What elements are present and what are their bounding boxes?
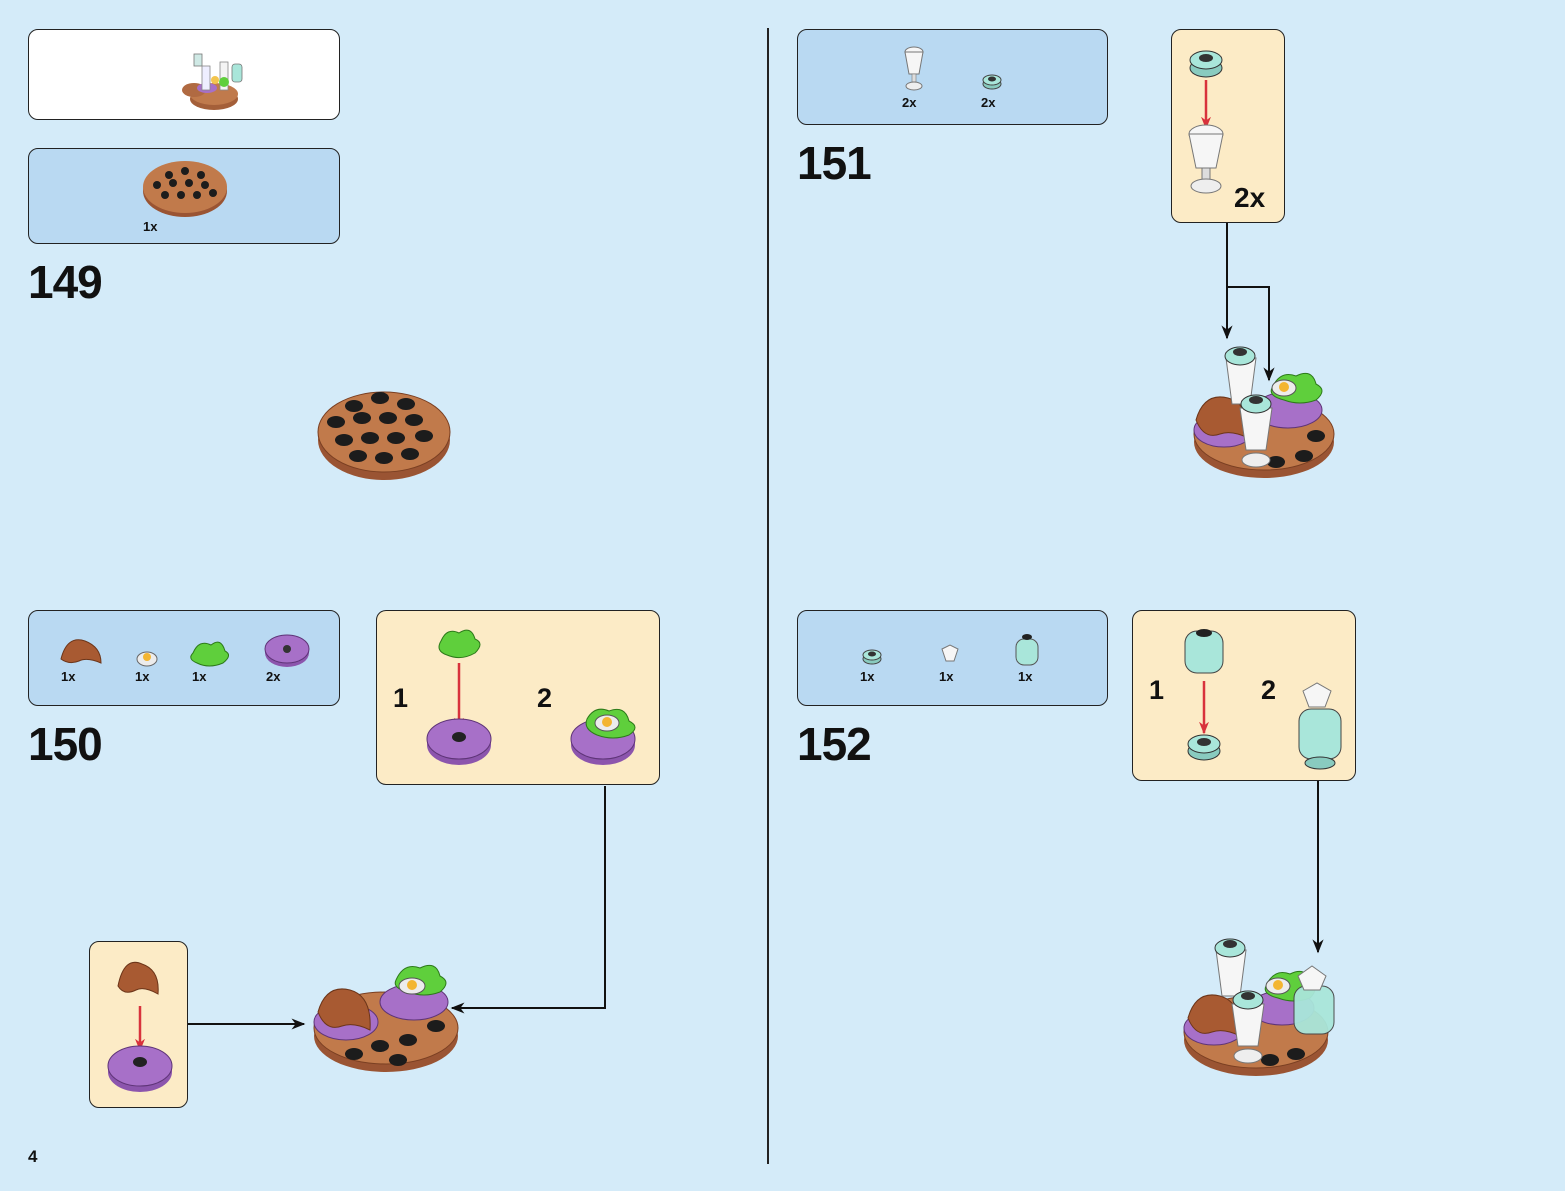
step-151-subassembly-callout: 2x — [1171, 29, 1285, 223]
croissant-callout-images — [107, 961, 173, 1092]
part-qty: 1x — [1018, 669, 1033, 684]
green-leaf-plant-part-image — [190, 641, 229, 667]
step-152-parts-images — [862, 634, 1039, 666]
round-tile-printed-part-image — [136, 651, 158, 667]
step-150-callout-images — [426, 629, 636, 765]
part-qty: 1x — [939, 669, 954, 684]
step-150-parts-box: 1x 1x 1x 2x — [28, 610, 340, 706]
substep-1-label: 1 — [1149, 675, 1165, 705]
step-152-parts-box: 1x 1x 1x — [797, 610, 1108, 706]
part-qty: 2x — [902, 95, 917, 110]
purple-round-plate-part-image — [264, 634, 310, 667]
trans-clear-goblet-part-image — [904, 46, 924, 91]
trans-aqua-bottle-part-image — [1015, 634, 1039, 666]
step-151-parts-box: 2x 2x — [797, 29, 1108, 125]
step-number-150: 150 — [28, 718, 103, 770]
callout-multiplier: 2x — [1234, 182, 1266, 213]
aqua-round-brick-part-image — [862, 649, 882, 665]
step-151-parts-images — [904, 46, 1002, 91]
page-number: 4 — [28, 1147, 38, 1166]
aqua-round-brick-part-image — [982, 74, 1002, 90]
step-152-callout-images — [1184, 629, 1342, 770]
step-152-subassembly-callout: 1 2 — [1132, 610, 1356, 781]
croissant-part-image — [60, 639, 102, 664]
model-preview-box — [28, 29, 340, 120]
part-qty: 1x — [860, 669, 875, 684]
clear-jewel-part-image — [941, 644, 959, 662]
part-qty: 1x — [143, 219, 158, 234]
substep-2-label: 2 — [1261, 675, 1277, 705]
brown-round-plate-part-image — [143, 161, 227, 217]
step-150-parts-images — [60, 634, 310, 667]
step-number-151: 151 — [797, 137, 872, 189]
part-qty: 2x — [266, 669, 281, 684]
substep-2-label: 2 — [537, 683, 553, 713]
part-qty: 2x — [981, 95, 996, 110]
page-divider — [767, 28, 769, 1164]
part-qty: 1x — [61, 669, 76, 684]
step-number-152: 152 — [797, 718, 872, 770]
step-149-parts-box: 1x — [28, 148, 340, 244]
preview-model-image — [182, 53, 243, 110]
part-qty: 1x — [135, 669, 150, 684]
step-150-croissant-callout — [89, 941, 188, 1108]
step-150-subassembly-callout: 1 2 — [376, 610, 660, 785]
step-number-149: 149 — [28, 256, 103, 308]
part-qty: 1x — [192, 669, 207, 684]
substep-1-label: 1 — [393, 683, 409, 713]
step-151-callout-images — [1188, 50, 1224, 194]
